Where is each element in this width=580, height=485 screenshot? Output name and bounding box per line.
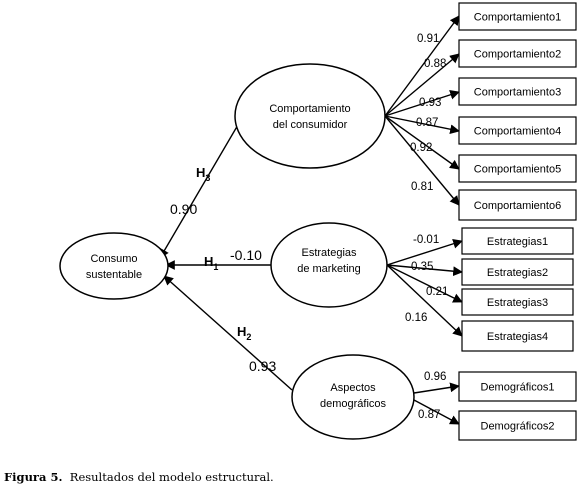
latent-consumo-sustentable: Consumo sustentable [59,232,169,300]
loading-estrategias2-arrow [386,264,463,277]
indicator-estrategias2: Estrategias2 [461,258,574,286]
indicator-label: Comportamiento2 [474,49,561,61]
loading-value: 0.93 [419,97,441,109]
latent-label-line: demográficos [320,398,387,410]
indicator-label: Comportamiento4 [474,126,561,138]
latent-label-line: Estrategias [301,247,357,259]
indicator-label: Demográficos1 [481,382,555,394]
hypothesis-label-h1: H1 [204,254,218,272]
indicator-comportamiento6: Comportamiento6 [458,189,577,221]
loading-comportamiento2-arrow [384,53,460,117]
loading-value: 0.35 [411,261,433,273]
indicator-comportamiento2: Comportamiento2 [458,39,577,68]
loading-comportamiento5-arrow [384,115,460,170]
latent-label-line: Consumo [90,253,137,265]
indicator-label: Estrategias4 [487,331,548,343]
loading-estrategias4-arrow [386,264,463,337]
loading-value: 0.16 [405,312,427,324]
loading-value: 0.21 [426,286,448,298]
hypothesis-label-h3: H3 [196,165,210,183]
caption-text: Resultados del modelo estructural. [69,470,274,484]
loading-value: 0.87 [418,409,440,421]
path-coefficient-h1: -0.10 [230,247,262,263]
path-h2-arrow [163,275,293,391]
indicator-estrategias1: Estrategias1 [461,227,574,255]
loading-estrategias3-arrow [386,264,463,303]
indicator-estrategias3: Estrategias3 [461,288,574,316]
indicator-label: Comportamiento6 [474,200,561,212]
loading-value: 0.91 [417,33,439,45]
path-coefficient-h2: 0.93 [249,358,276,374]
latent-label-line: sustentable [86,269,142,281]
indicator-demograficos2: Demográficos2 [458,410,577,441]
path-coefficient-h3: 0.90 [170,201,197,217]
indicator-label: Comportamiento1 [474,12,561,24]
indicator-demograficos1: Demográficos1 [458,371,577,402]
indicator-label: Estrategias1 [487,236,548,248]
latent-label-line: Aspectos [330,382,376,394]
loading-comportamiento4-arrow [384,115,460,135]
loading-demograficos1-arrow [413,382,460,394]
indicator-label: Comportamiento3 [474,87,561,99]
indicator-comportamiento1: Comportamiento1 [458,2,577,31]
latent-label-line: del consumidor [273,119,348,131]
indicator-estrategias4: Estrategias4 [461,320,574,352]
loading-value: 0.88 [424,58,446,70]
hypothesis-label-h2: H2 [237,324,251,342]
latent-comportamiento-del-consumidor: Comportamiento del consumidor [234,63,386,169]
latent-label-line: de marketing [297,263,361,275]
loading-value: 0.81 [411,181,433,193]
loading-demograficos2-arrow [413,399,460,425]
indicator-comportamiento5: Comportamiento5 [458,154,577,183]
loading-value: -0.01 [413,234,439,246]
loading-estrategias1-arrow [386,239,463,266]
loading-comportamiento3-arrow [384,90,460,117]
loading-value: 0.87 [416,117,438,129]
path-h3-arrow [159,117,243,259]
loading-comportamiento1-arrow [384,15,460,117]
indicator-label: Estrategias3 [487,297,548,309]
loading-comportamiento6-arrow [384,115,460,206]
indicator-comportamiento4: Comportamiento4 [458,116,577,145]
latent-aspectos-demograficos: Aspectos demográficos [291,354,415,440]
indicator-comportamiento3: Comportamiento3 [458,77,577,106]
loading-value: 0.92 [410,142,432,154]
indicator-label: Demográficos2 [481,421,555,433]
latent-label-line: Comportamiento [269,103,350,115]
figure-caption: Figura 5. Resultados del modelo estructu… [4,470,274,484]
caption-label: Figura 5. [4,470,63,484]
latent-estrategias-de-marketing: Estrategias de marketing [270,222,388,308]
indicator-label: Comportamiento5 [474,164,561,176]
indicator-label: Estrategias2 [487,267,548,279]
loading-value: 0.96 [424,371,446,383]
